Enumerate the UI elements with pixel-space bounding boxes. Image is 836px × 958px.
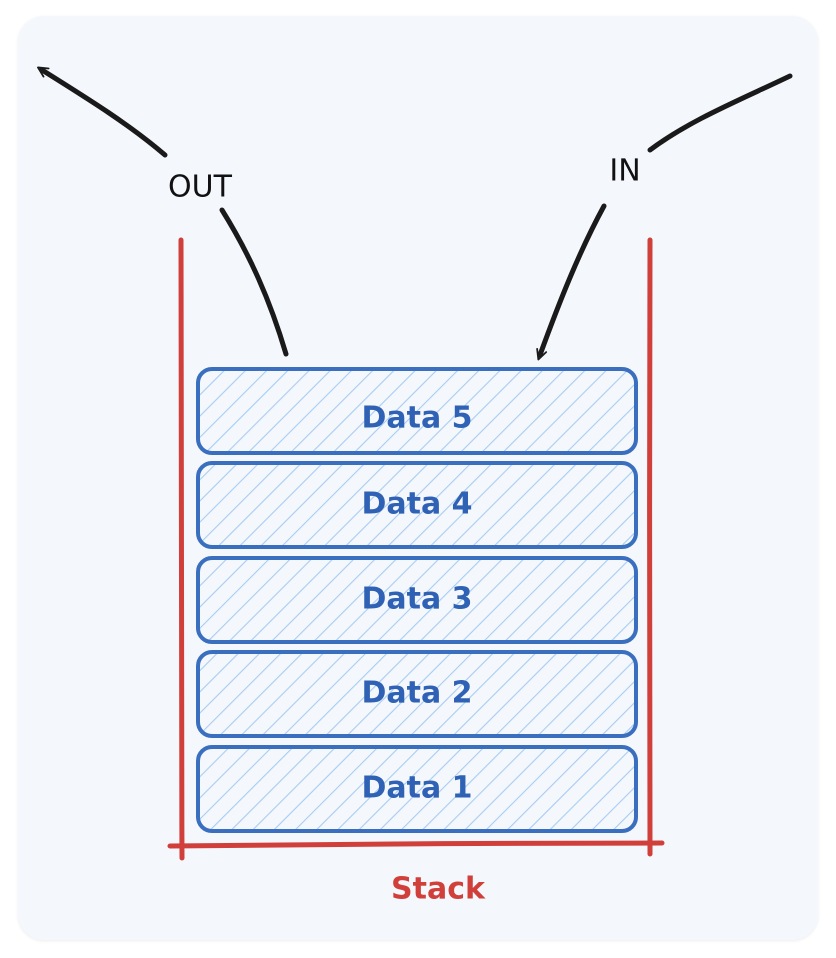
stack-item: Data 4 xyxy=(196,461,638,549)
out-arrow-lower-segment xyxy=(219,207,289,357)
stack-left-wall xyxy=(178,237,185,861)
stack-item-box xyxy=(196,556,638,644)
in-arrow: IN xyxy=(536,73,793,361)
out-arrow-upper-segment xyxy=(37,66,168,158)
stack-item-label: Data 4 xyxy=(361,487,472,522)
stack-item-box xyxy=(196,650,638,738)
stack-item-box xyxy=(196,461,638,549)
stack-item: Data 5 xyxy=(196,367,638,455)
out-arrow: OUT xyxy=(37,66,289,357)
stack-item-label: Data 2 xyxy=(361,676,472,711)
in-arrow-upper-segment xyxy=(647,73,793,153)
stack-label: Stack xyxy=(391,872,486,907)
stack-item-box xyxy=(196,745,638,833)
stack-item-box xyxy=(196,367,638,455)
stack-item-label: Data 3 xyxy=(361,582,472,617)
stack-item: Data 2 xyxy=(196,650,638,738)
stack-container xyxy=(167,237,665,861)
in-arrow-lower-segment xyxy=(536,203,607,361)
stack-item: Data 3 xyxy=(196,556,638,644)
stack-item: Data 1 xyxy=(196,745,638,833)
stack-item-label: Data 5 xyxy=(361,401,472,436)
in-label: IN xyxy=(609,154,640,189)
stack-base xyxy=(167,840,665,849)
out-label: OUT xyxy=(168,170,233,205)
stack-item-label: Data 1 xyxy=(361,771,472,806)
